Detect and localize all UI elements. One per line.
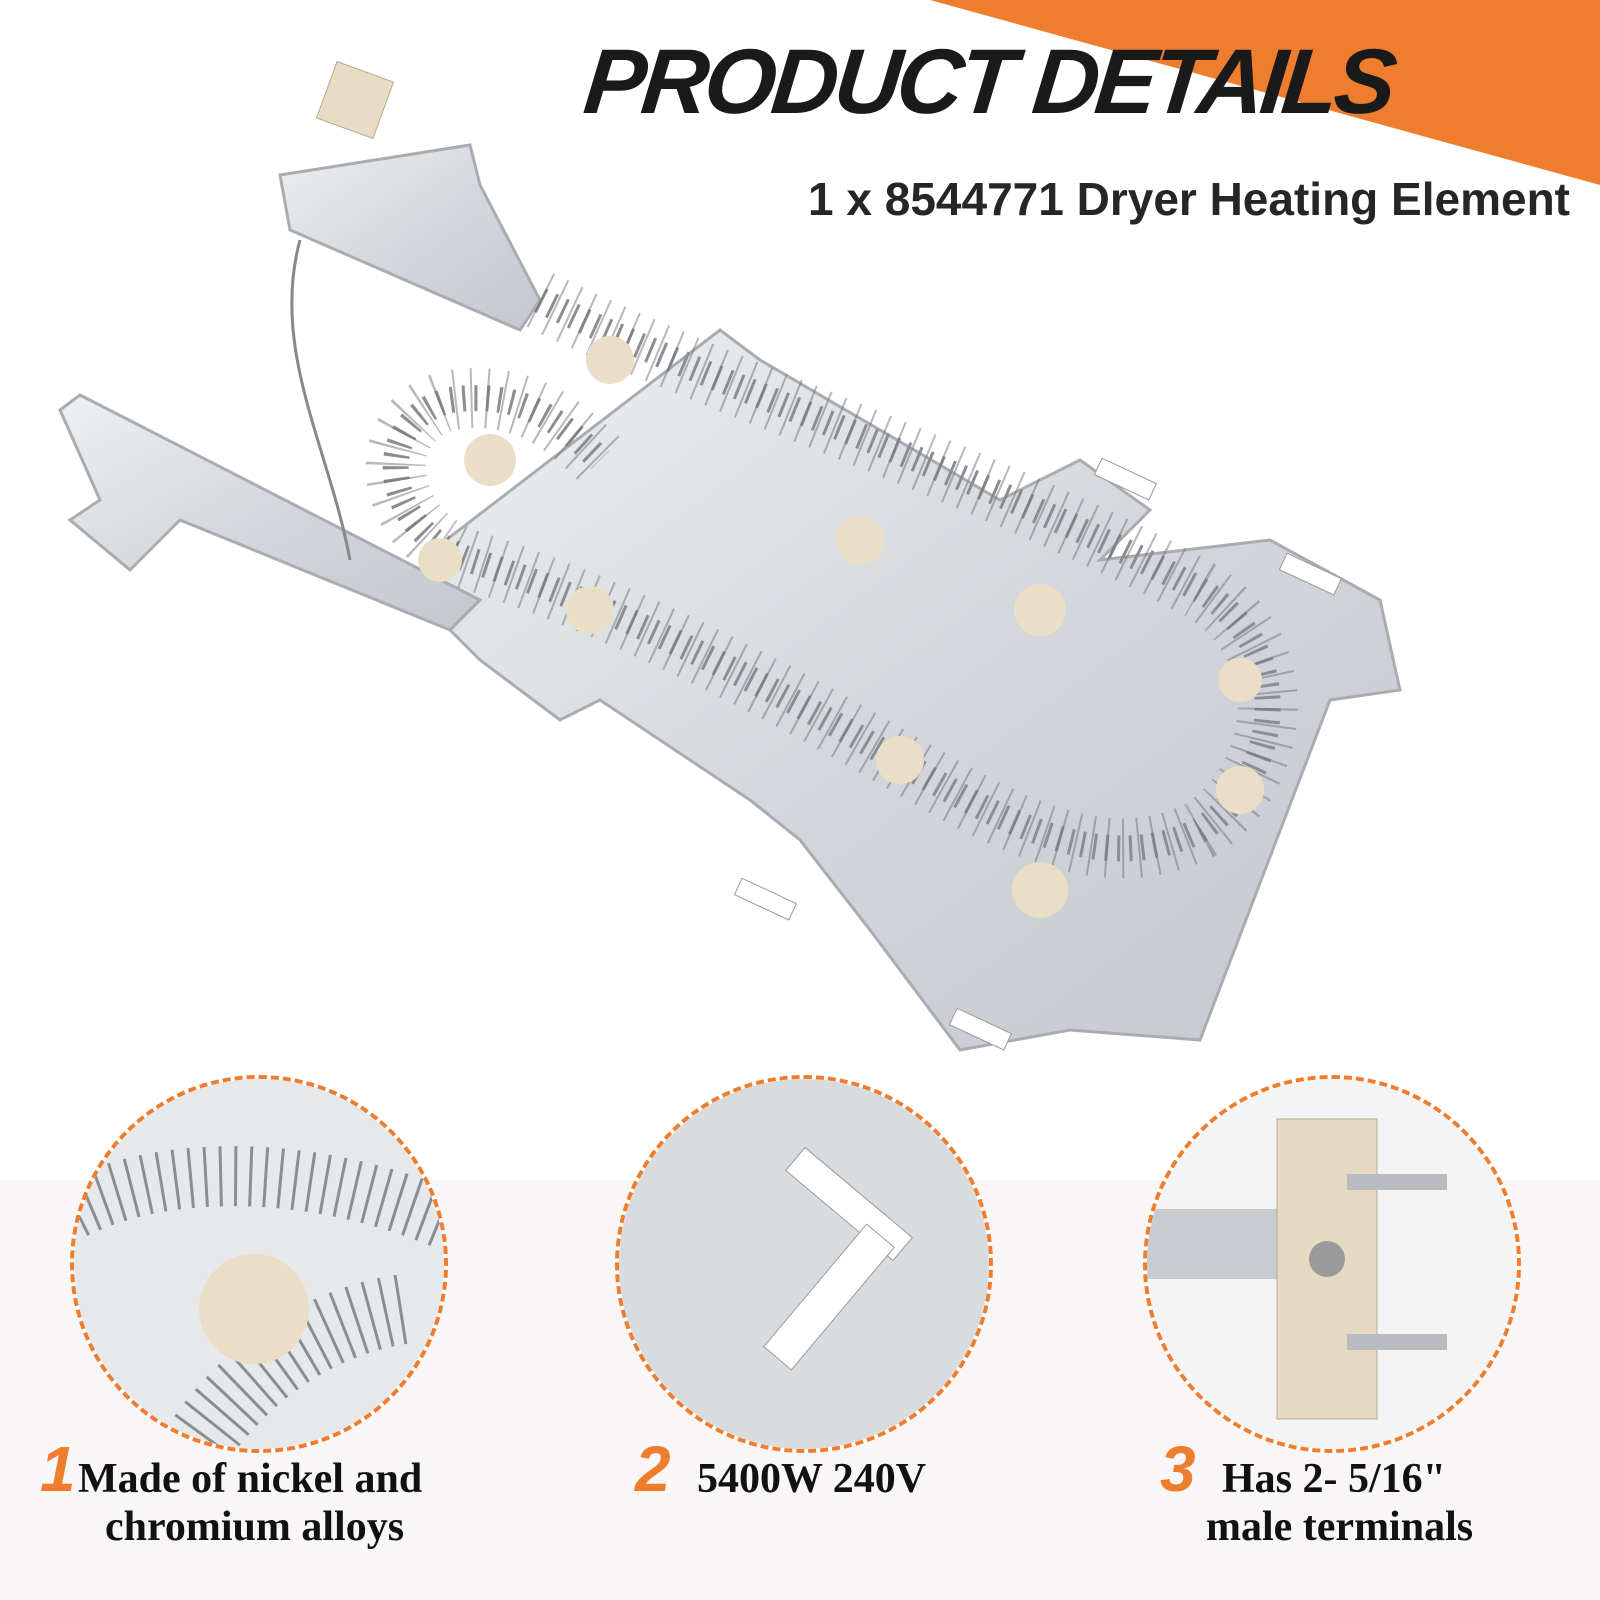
- feature-number: 2: [635, 1433, 671, 1505]
- feature-text-line1: 5400W 240V: [697, 1456, 927, 1502]
- feature-text-line1: Made of nickel and: [78, 1456, 423, 1502]
- orange-corner-banner: [930, 0, 1600, 185]
- feature-text-line1: Has 2- 5/16": [1222, 1456, 1446, 1502]
- feature-number: 1: [40, 1433, 76, 1505]
- coil-closeup-image: [74, 1079, 444, 1449]
- feature-2: 2 5400W 240V: [635, 1437, 927, 1503]
- feature-1: 1 Made of nickel and chromium alloys: [40, 1437, 423, 1551]
- feature-text-line2: chromium alloys: [105, 1504, 405, 1550]
- product-subtitle: 1 x 8544771 Dryer Heating Element: [808, 173, 1570, 225]
- detail-bracket-closeup: [615, 1075, 993, 1453]
- feature-number: 3: [1160, 1433, 1196, 1505]
- detail-coil-closeup: [70, 1075, 448, 1453]
- terminal-closeup-image: [1147, 1079, 1517, 1449]
- bracket-closeup-image: [619, 1079, 989, 1449]
- detail-terminal-closeup: [1143, 1075, 1521, 1453]
- feature-3: 3 Has 2- 5/16" male terminals: [1160, 1437, 1474, 1551]
- heating-element-image: [58, 60, 1402, 1052]
- feature-text-line2: male terminals: [1206, 1504, 1474, 1550]
